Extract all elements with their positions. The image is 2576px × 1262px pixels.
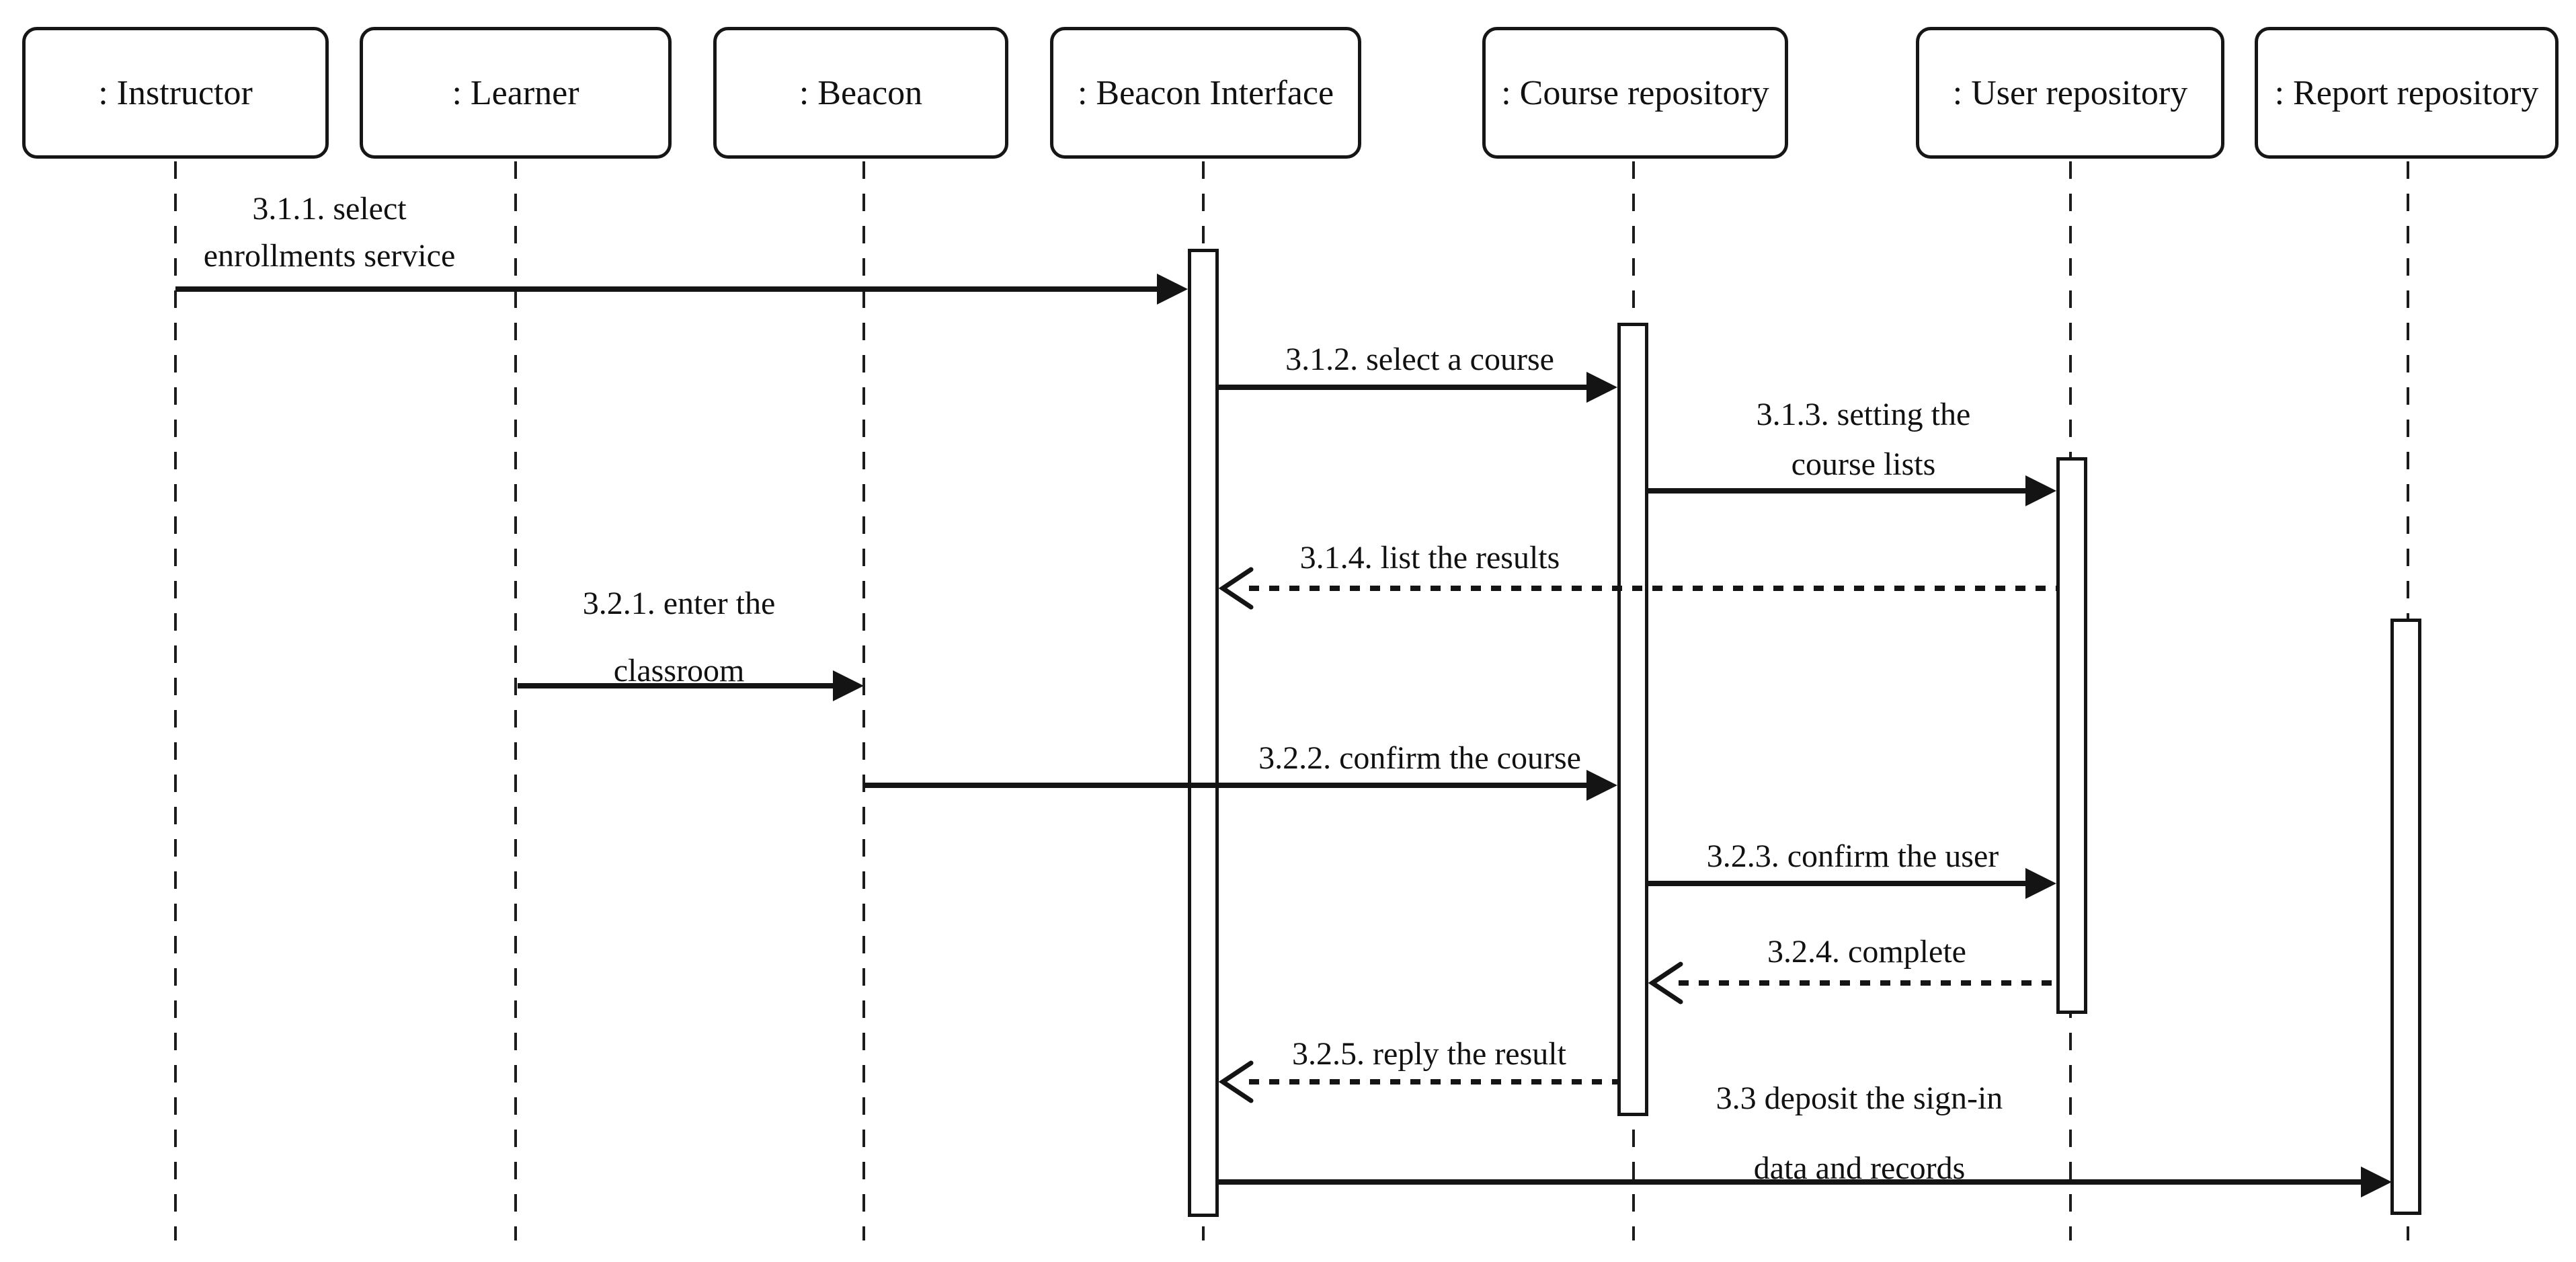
open-arrowhead-icon [1219,567,1254,610]
lifeline-label: : User repository [1952,73,2188,112]
message-label: 3.1.1. select enrollments service [203,191,456,274]
lifeline-head-beacon-interface: : Beacon Interface [1050,27,1361,159]
message-line [1249,586,2056,591]
filled-arrowhead-icon [2025,868,2056,899]
message-label: 3.2.2. confirm the course [1258,740,1581,776]
lifeline-head-beacon: : Beacon [713,27,1008,159]
lifeline-label: : Beacon Interface [1077,73,1334,112]
lifeline-label: : Learner [452,73,579,112]
message-label: 3.2.4. complete [1767,934,1966,970]
lifeline-head-user-repository: : User repository [1916,27,2224,159]
lifeline-label: : Report repository [2274,73,2539,112]
message-label: 3.1.2. select a course [1285,342,1554,377]
open-arrowhead-icon [1648,961,1683,1004]
message-label: 3.2.5. reply the result [1292,1036,1566,1072]
lifeline-label: : Beacon [799,73,923,112]
filled-arrowhead-icon [833,670,864,701]
message-line [864,783,1588,788]
message-line [175,286,1158,292]
message-line [1679,980,2056,986]
message-label: 3.2.1. enter the classroom [582,586,776,688]
message-line [1249,1079,1617,1084]
activation-bar-beacon-interface [1188,249,1219,1217]
message-line [1219,1179,2362,1185]
message-label: 3.1.3. setting the course lists [1756,397,1971,482]
filled-arrowhead-icon [1586,372,1617,403]
message-line [1648,881,2027,886]
filled-arrowhead-icon [2025,475,2056,506]
lifeline-head-report-repository: : Report repository [2255,27,2559,159]
open-arrowhead-icon [1219,1060,1254,1103]
message-line [518,683,834,688]
lifeline-beacon [862,161,865,1240]
filled-arrowhead-icon [1157,274,1188,305]
activation-bar-user-repository [2056,457,2087,1014]
message-line [1648,488,2027,494]
lifeline-head-learner: : Learner [360,27,672,159]
message-label: 3.2.3. confirm the user [1706,838,1999,874]
activation-bar-report-repository [2390,619,2421,1215]
lifeline-head-instructor: : Instructor [22,27,329,159]
message-label: 3.3 deposit the sign-in data and records [1716,1080,2003,1186]
lifeline-label: : Instructor [98,73,253,112]
activation-bar-course-repository [1617,323,1648,1116]
filled-arrowhead-icon [1586,770,1617,801]
filled-arrowhead-icon [2361,1167,2392,1197]
lifeline-label: : Course repository [1501,73,1769,112]
lifeline-learner [514,161,517,1240]
lifeline-instructor [174,161,177,1240]
lifeline-head-course-repository: : Course repository [1482,27,1788,159]
message-label: 3.1.4. list the results [1299,540,1560,576]
message-line [1219,385,1588,390]
